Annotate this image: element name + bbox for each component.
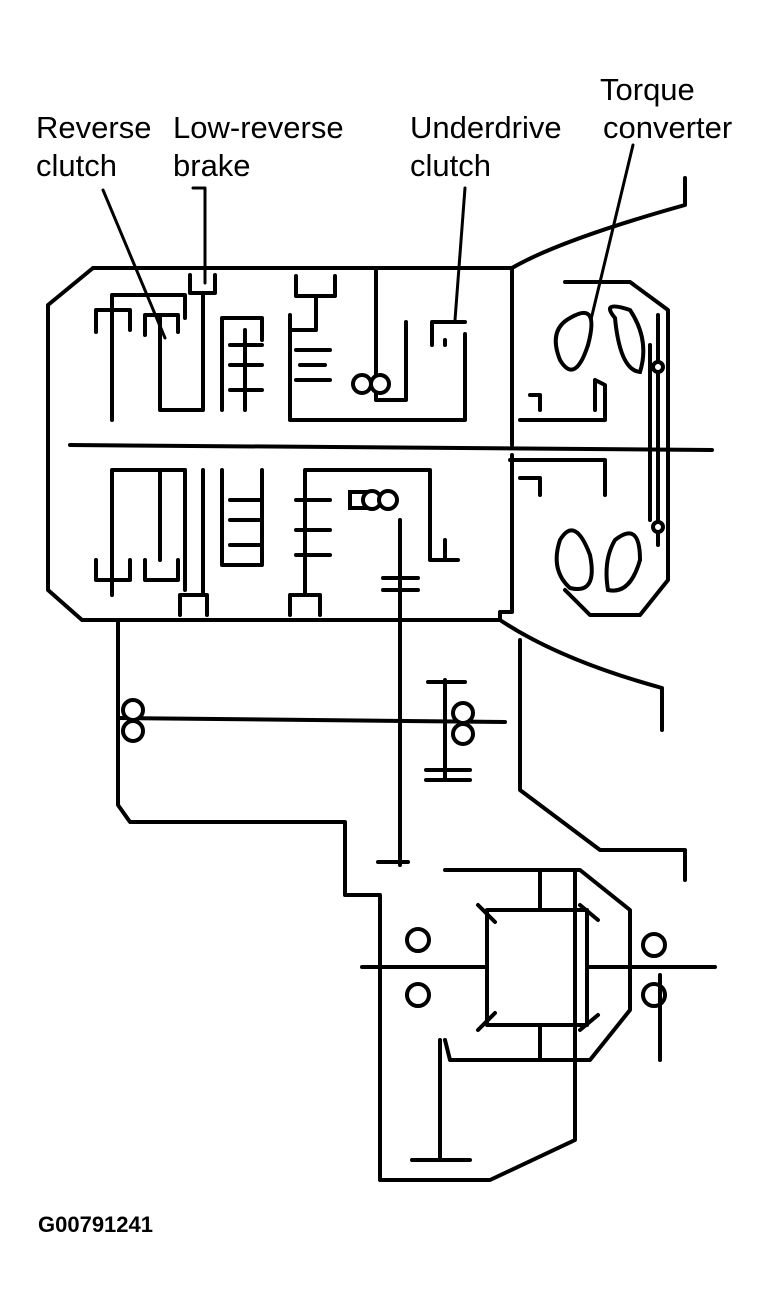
underdrive-clutch-label-line2: clutch [410,148,491,183]
converter-cover [563,280,670,617]
differential-pinions [476,868,600,1062]
stator-lower [508,458,607,497]
bearing-upper-1 [351,373,373,395]
converter-housing [510,176,687,270]
reverse-clutch-label: Reverse clutch [36,109,151,185]
main-shaft-line [68,443,714,452]
countershaft-bearing-left-2 [121,719,145,743]
low-reverse-brake-label: Low-reverse brake [173,109,344,185]
countershaft [116,716,507,724]
bearing-upper-2 [369,373,391,395]
torque-converter-label-line1: Torque [600,72,695,107]
figure-code: G00791241 [38,1212,153,1237]
gear-pack-lower [220,468,264,567]
low-reverse-brake-lower [178,468,209,617]
reverse-clutch-label-line2: clutch [36,148,117,183]
underdrive-clutch-label: Underdrive clutch [410,109,562,185]
turbine-lower [604,531,643,593]
low-reverse-brake-upper [158,273,217,412]
differential [360,868,717,1062]
upper-clutch-packs [94,268,467,422]
converter-housing-lower [498,618,664,732]
transfer-section [116,518,687,1182]
low-reverse-brake-label-line2: brake [173,148,251,183]
transfer-driven-gear [410,1038,472,1162]
lockup-shaft [648,313,660,547]
turbine-upper [608,304,646,375]
clutch-pack-upper [288,274,467,422]
lower-clutch-packs [94,468,460,617]
underdrive-clutch-leader [453,186,467,322]
stator-upper [518,378,607,422]
low-reverse-brake-leader [191,186,207,285]
clutch-pack-lower [288,468,460,617]
transfer-case-outline [116,620,687,1182]
axle-bearing-right-1 [641,932,667,958]
lockup-bearing-upper [651,360,665,374]
output-gear-shaft [376,518,420,867]
differential-housing [443,868,632,1062]
torque-converter-label-line2: converter [603,110,733,145]
differential-center-block [485,908,589,1027]
reverse-clutch-label-line1: Reverse [36,110,152,145]
impeller-lower [554,528,594,592]
underdrive-clutch-upper [374,268,467,402]
impeller-upper [553,311,594,372]
lockup-bearing-lower [651,520,665,534]
underdrive-clutch-label-line1: Underdrive [410,110,562,145]
torque-converter-label: Torque converter [600,71,732,147]
countershaft-bearing-right-1 [451,701,475,725]
axle-bearing-left-1 [405,927,431,953]
axle-bearing-left-2 [405,982,431,1008]
countershaft-bearing-left-1 [121,698,145,722]
transmission-case [46,176,714,732]
leader-lines [101,143,635,340]
transfer-drive-gear [424,678,472,782]
reverse-clutch-drum-lower [94,468,187,597]
low-reverse-brake-label-line1: Low-reverse [173,110,344,145]
reverse-clutch-drum-upper [94,293,187,422]
bearing-lower-2 [377,489,399,511]
countershaft-bearing-right-2 [451,722,475,746]
gear-pack-upper [220,316,264,412]
torque-converter [508,280,670,617]
torque-converter-leader [586,143,635,334]
